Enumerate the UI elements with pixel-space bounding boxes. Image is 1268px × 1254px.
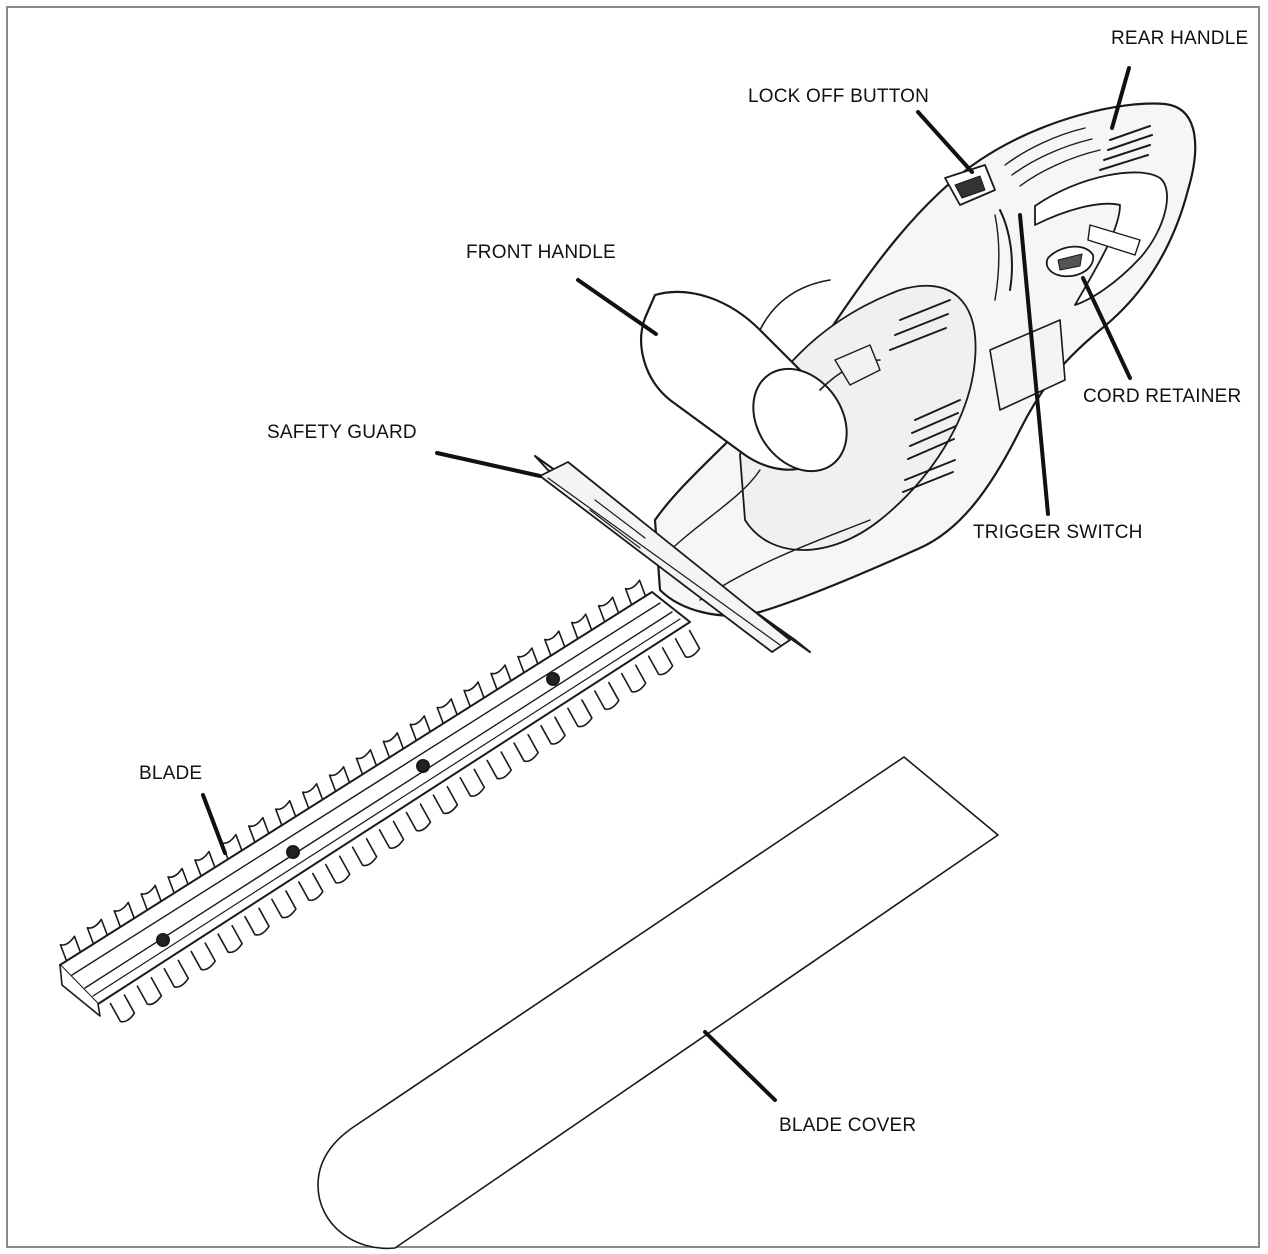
blade-tooth (513, 733, 539, 763)
lock-off-button-leader (916, 110, 974, 174)
trigger-switch-leader (1018, 213, 1050, 516)
trimmer-body-drawing (653, 102, 1197, 617)
rear-handle-leader (1110, 66, 1131, 130)
rear-handle-label: REAR HANDLE (1111, 28, 1249, 49)
safety-guard-drawing (534, 455, 811, 653)
front-handle-leader (576, 278, 658, 336)
blade-tooth (244, 907, 270, 936)
blade-tooth (217, 924, 243, 954)
safety-guard-leader (435, 451, 542, 478)
blade-tooth (190, 942, 216, 971)
blade-tooth (459, 768, 486, 797)
blade-tooth (486, 751, 512, 780)
blade-tooth (271, 890, 297, 919)
blade-tooth (567, 699, 593, 728)
cord-retainer-label: CORD RETAINER (1083, 386, 1242, 407)
blade-tooth (109, 994, 136, 1023)
blade-cover-drawing (317, 756, 999, 1250)
blade-cover-label: BLADE COVER (779, 1115, 917, 1136)
blade-tooth (647, 647, 674, 676)
blade-tooth (324, 855, 351, 884)
lock-off-button-label: LOCK OFF BUTTON (748, 86, 930, 107)
blade-drawing (59, 579, 701, 1023)
leader-lines (201, 66, 1132, 1102)
front-handle-label: FRONT HANDLE (466, 242, 616, 263)
diagram-frame (6, 6, 1260, 1248)
trigger-switch-label: TRIGGER SWITCH (973, 522, 1143, 543)
blade-tooth (298, 872, 324, 902)
blade-tooth (674, 629, 701, 658)
blade-cover-leader (703, 1030, 777, 1102)
blade-tooth (432, 785, 459, 815)
blade-tooth (378, 820, 405, 849)
cord-retainer-leader (1081, 276, 1132, 380)
blade-tooth (540, 716, 566, 745)
blade-tooth (620, 664, 647, 693)
blade-tooth (405, 803, 432, 832)
blade-tooth (351, 838, 378, 867)
blade-leader (201, 793, 227, 855)
blade-tooth (163, 959, 190, 988)
front-handle-drawing (640, 279, 881, 473)
safety-guard-label: SAFETY GUARD (267, 422, 417, 443)
blade-tooth (136, 976, 163, 1006)
blade-tooth (594, 681, 620, 711)
blade-label: BLADE (139, 763, 203, 784)
